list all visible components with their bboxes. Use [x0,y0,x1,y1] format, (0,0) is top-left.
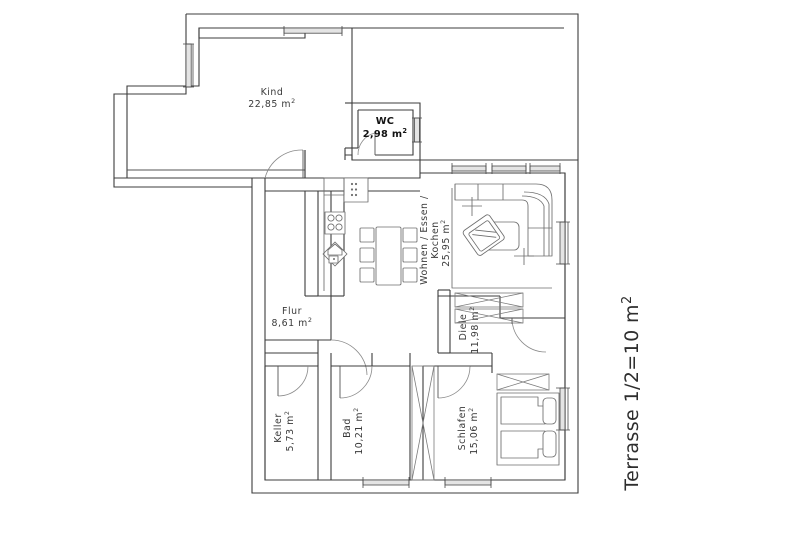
label-kind-name: Kind [261,87,284,98]
label-bad-area: 10,21 m2 [352,407,365,454]
window-living-right [556,221,570,265]
dining-table [375,226,402,286]
living-furniture [451,183,553,289]
label-schlafen-name: Schlafen [457,406,468,451]
door-swing-kind [264,149,304,179]
label-diele-name: Diele [458,314,469,341]
window-living-top-3 [529,163,561,174]
wardrobe-diele-1 [454,292,524,308]
window-bad-bottom [362,477,410,488]
window-living-top-1 [451,163,487,174]
window-living-top-2 [491,163,527,174]
kitchen-furniture [322,177,369,291]
label-wohnen-line2: Kochen [430,221,441,259]
door-swing-bad [339,365,373,399]
label-diele-area: 11,98 m2 [468,306,481,353]
window-schlafen-bottom [444,477,492,488]
wardrobe-diele-3 [496,373,550,391]
room-diele-walls [437,296,565,367]
label-terrasse: Terrasse 1/2=10 m2 [620,295,644,491]
bed-right [500,430,557,459]
armchair [462,214,505,256]
room-flur-walls [264,149,368,376]
label-schlafen-area: 15,06 m2 [467,407,480,454]
room-kind-walls [127,28,353,191]
label-flur-name: Flur [282,306,302,317]
door-swing-flur [330,339,368,376]
label-wohnen-line1: Wohnen / Essen / [419,195,430,285]
label-bad-name: Bad [342,418,353,438]
window-schlafen-right [556,387,570,431]
door-swing-schlafen [437,365,471,399]
bed-left [500,396,557,425]
label-wc-name: WC [376,116,395,127]
dining-chairs [359,227,418,283]
kitchen-sink-icon [322,241,348,267]
label-flur-area: 8,61 m2 [272,316,313,329]
floor-marker-1 [462,197,482,216]
wardrobe-schlafen [411,365,435,481]
dining-set [359,226,418,286]
label-wohnen-area: 25,95 m2 [439,219,452,266]
label-wc-area: 2,98 m2 [363,127,408,140]
window-kind-left [183,43,194,88]
bedroom-furniture [411,365,560,481]
bed-platform [496,392,560,466]
rug-outline [451,188,552,289]
windows [183,26,570,488]
door-swing-entry [511,317,547,353]
label-kind-area: 22,85 m2 [248,97,295,110]
diele-furniture [454,292,550,391]
wardrobe-diele-2 [454,308,524,324]
room-labels: Kind 22,85 m2 WC 2,98 m2 Wohnen / Essen … [248,87,481,455]
floor-marker-2 [514,248,534,265]
window-kind-top [283,26,343,36]
stove-icon [324,211,346,235]
window-wc-right [412,117,422,143]
door-swing-keller [277,365,309,397]
wall-cabinet-icon [343,177,369,203]
door-swing-wc [357,132,376,156]
label-keller-name: Keller [273,413,284,443]
room-wc-walls [344,102,421,161]
label-keller-area: 5,73 m2 [283,411,296,452]
